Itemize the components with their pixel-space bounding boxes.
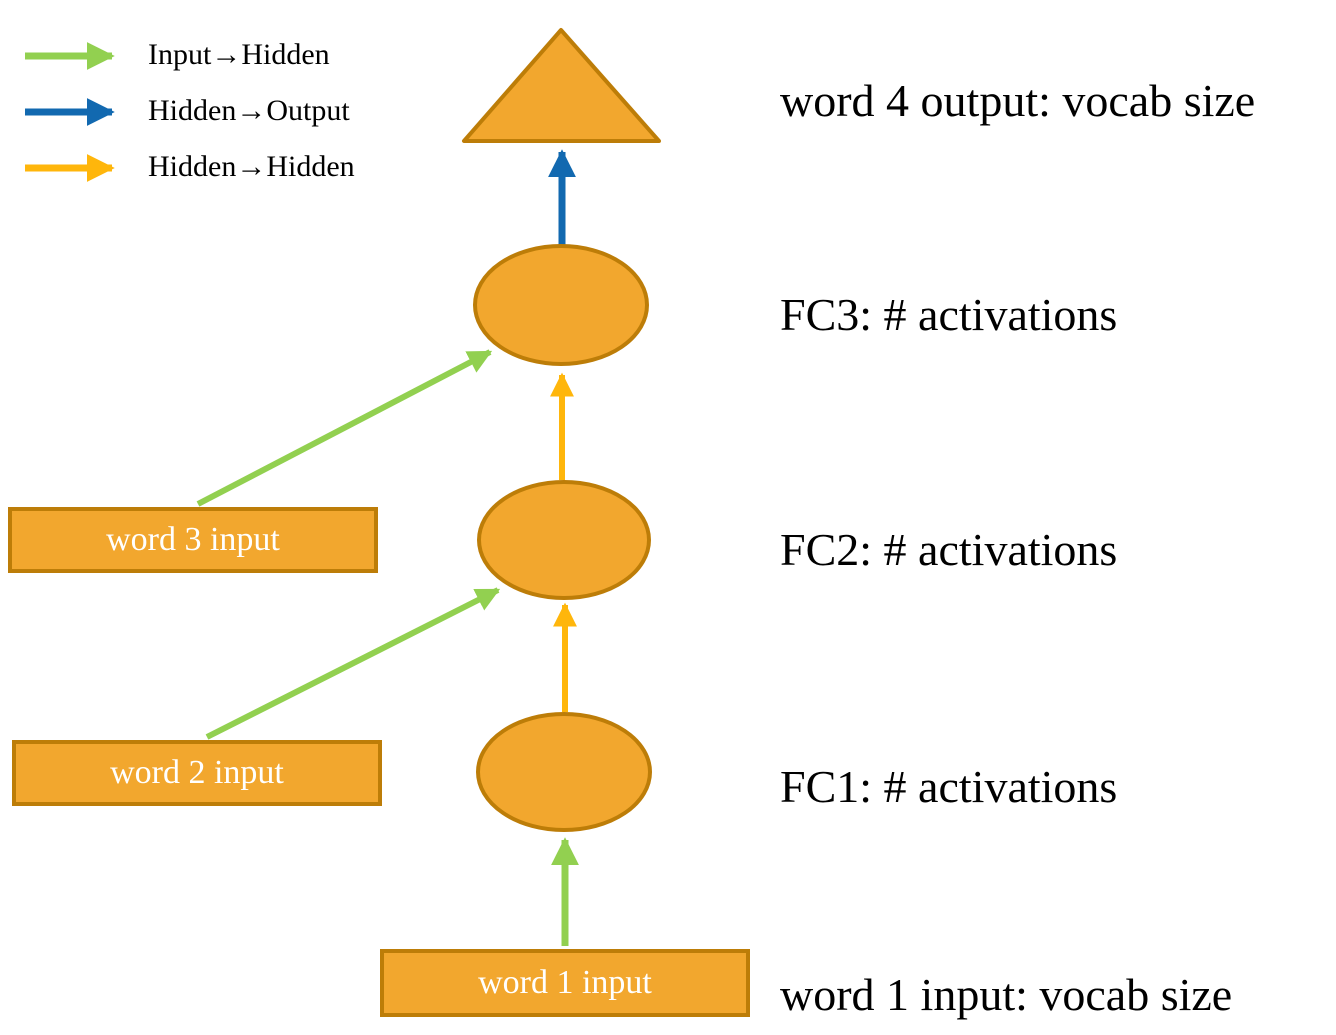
fc1-label: FC1: # activations [780,761,1118,812]
fc2-node [477,480,651,600]
word3-input-box: word 3 input [8,507,378,573]
legend-label-hidden-output: Hidden→Output [148,94,350,127]
word1-input-box: word 1 input [380,949,750,1017]
word2-input-label: word 2 input [110,754,284,791]
fc2-label: FC2: # activations [780,524,1118,575]
arrow-word2-to-fc2 [205,587,501,740]
fc3-node [473,244,649,366]
fc3-label: FC3: # activations [780,289,1118,340]
arrow-word3-to-fc3 [196,349,493,507]
output-triangle-node [462,28,661,143]
word3-input-label: word 3 input [106,521,280,558]
word2-input-box: word 2 input [12,740,382,806]
word1-input-label: word 1 input [478,964,652,1001]
legend-label-hidden-hidden: Hidden→Hidden [148,150,355,183]
word4-output-label: word 4 output: vocab size [780,75,1256,126]
legend-label-input-hidden: Input→Hidden [148,38,330,71]
fc1-node [476,712,652,832]
word1-input-size-label: word 1 input: vocab size [780,969,1233,1020]
